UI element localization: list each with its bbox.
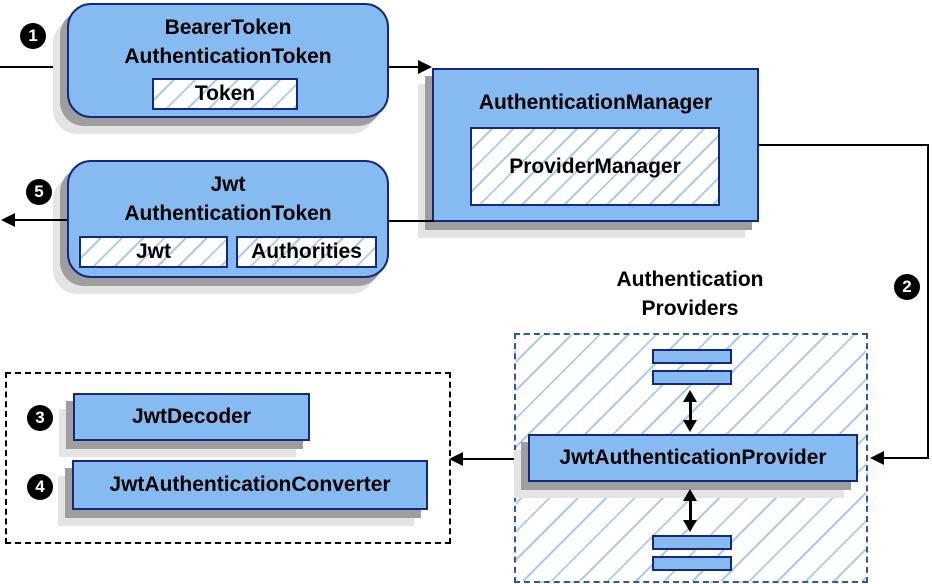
jwt-authentication-provider-node: JwtAuthenticationProvider [528,434,858,482]
authorities-field-label: Authorities [251,240,362,263]
jwt-token-title-line1: Jwt [210,173,246,196]
step-1-badge: 1 [20,23,46,49]
double-arrow-down-head-icon [683,520,697,532]
provider-to-helpers-line [461,458,514,460]
manager-to-provider-line-top [759,144,929,146]
other-provider-bar-bottom-2 [652,556,732,571]
manager-to-provider-line-right [927,144,929,459]
step-5-number: 5 [34,182,44,201]
jwt-decoder-title: JwtDecoder [131,405,252,428]
jwt-field: Jwt [79,236,228,268]
step-3-badge: 3 [27,405,53,431]
bearer-to-manager-arrowhead-icon [418,60,432,74]
provider-manager-field: ProviderManager [470,127,720,206]
step-2-number: 2 [902,277,912,296]
double-arrow-up-head-icon [683,390,697,402]
manager-to-provider-arrowhead-icon [870,451,884,465]
jwt-authentication-converter-title: JwtAuthenticationConverter [109,473,391,496]
step-5-badge: 5 [26,179,52,205]
jwt-decoder-node: JwtDecoder [73,393,310,441]
outgoing-response-line [13,219,67,221]
provider-down-double-arrow [683,489,697,532]
bearer-token-title-line1: BearerToken [164,16,292,39]
double-arrow-down-head-icon [683,420,697,432]
step-1-number: 1 [28,26,38,45]
authentication-manager-node: AuthenticationManager ProviderManager [432,68,759,222]
jwt-authentication-provider-title: JwtAuthenticationProvider [559,446,827,469]
provider-manager-label: ProviderManager [509,154,681,178]
providers-label-line2: Providers [641,297,739,320]
step-4-number: 4 [35,477,45,496]
authentication-manager-title: AuthenticationManager [478,91,713,114]
token-field: Token [152,78,298,110]
bearer-token-authentication-token-node: BearerToken AuthenticationToken Token [67,3,389,118]
step-2-badge: 2 [894,274,920,300]
bearer-token-node-title: BearerToken AuthenticationToken [69,5,387,71]
bearer-token-title-line2: AuthenticationToken [124,45,332,68]
step-3-number: 3 [35,408,45,427]
jwt-field-label: Jwt [135,240,171,263]
jwt-token-node-title: Jwt AuthenticationToken [69,162,387,228]
other-provider-bar-top-1 [652,349,732,364]
jwt-authentication-token-node: Jwt AuthenticationToken Jwt Authorities [67,160,389,278]
token-field-label: Token [194,82,256,105]
authorities-field: Authorities [236,236,377,268]
double-arrow-shaft [689,499,692,522]
authentication-providers-group: JwtAuthenticationProvider [514,333,868,583]
jwt-token-title-line2: AuthenticationToken [124,202,332,225]
other-provider-bar-top-2 [652,370,732,385]
double-arrow-up-head-icon [683,489,697,501]
manager-to-provider-line-bottom [884,457,929,459]
bearer-to-manager-arrow-line [389,66,419,68]
manager-to-jwt-token-line [388,220,434,222]
other-provider-bar-bottom-1 [652,535,732,550]
jwt-authentication-converter-node: JwtAuthenticationConverter [72,460,428,510]
provider-to-helpers-arrowhead-icon [449,452,463,466]
provider-up-double-arrow [683,390,697,432]
double-arrow-shaft [689,400,692,422]
jwt-helpers-group: JwtDecoder JwtAuthenticationConverter [5,372,451,544]
step-4-badge: 4 [27,474,53,500]
providers-label-line1: Authentication [616,268,764,291]
authentication-providers-label: Authentication Providers [540,265,840,323]
outgoing-response-arrowhead-icon [1,213,15,227]
incoming-request-line [0,66,67,68]
